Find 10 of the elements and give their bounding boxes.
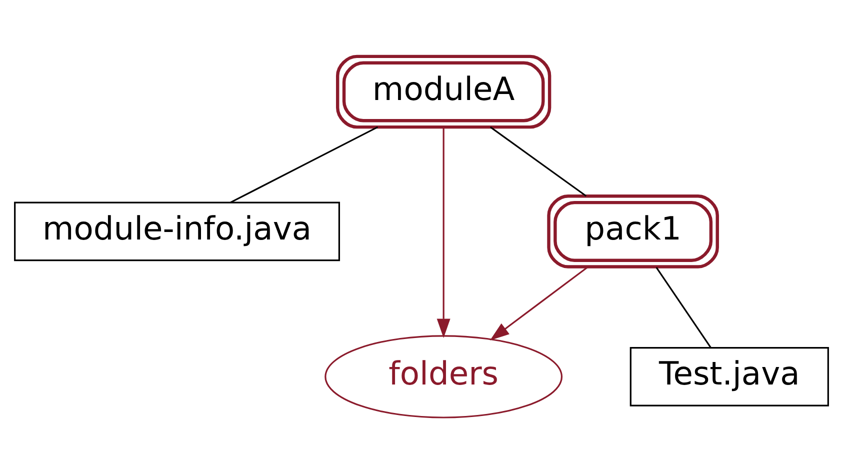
node-box: moduleA (336, 54, 552, 128)
connector (230, 126, 378, 203)
connector (490, 126, 587, 196)
node-box: Test.java (630, 346, 829, 406)
node-box: pack1 (547, 194, 719, 268)
node-box: module-info.java (14, 201, 340, 261)
arrow (490, 266, 588, 340)
connector (656, 266, 712, 348)
arrow (436, 126, 450, 338)
node-ellipse: folders (324, 334, 563, 418)
